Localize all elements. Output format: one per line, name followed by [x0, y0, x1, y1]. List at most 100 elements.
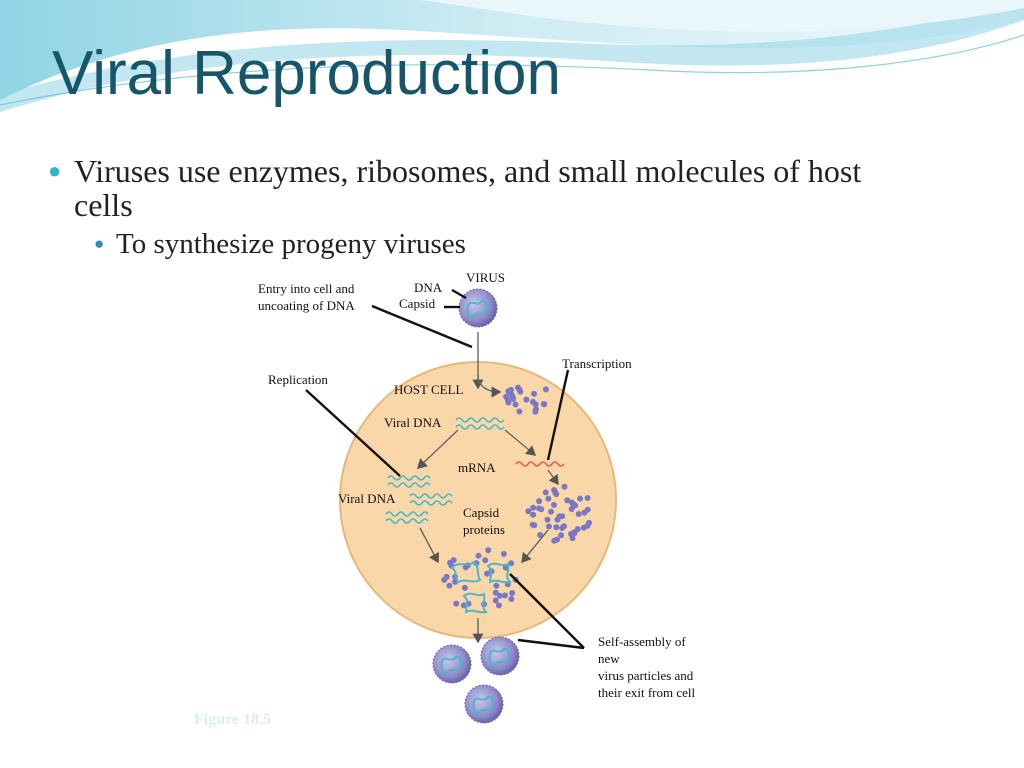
viral-dna-strand	[455, 417, 505, 423]
protein-to-assembly-arrow	[521, 529, 549, 564]
new-virus-particle-2	[480, 636, 520, 676]
protein-dot	[496, 592, 503, 599]
protein-dot	[532, 401, 539, 408]
label-capsid-proteins-line-2: proteins	[463, 522, 505, 537]
protein-dot	[525, 508, 532, 515]
label-assembly-line-3: virus particles and	[598, 668, 694, 683]
protein-dot	[537, 532, 544, 538]
protein-dot	[530, 511, 537, 518]
protein-dot	[495, 602, 502, 609]
label-entry-line-1: Entry into cell and	[258, 281, 355, 296]
protein-dot	[546, 523, 552, 530]
protein-dot	[553, 524, 560, 531]
protein-dot	[507, 390, 514, 396]
protein-dot	[536, 505, 542, 512]
uncoat-arrow	[477, 374, 502, 398]
bullet-point-1: ● Viruses use enzymes, ribosomes, and sma…	[48, 154, 861, 222]
dna-to-assembly-arrow	[419, 527, 440, 564]
protein-dot	[559, 525, 566, 531]
replication-arrow	[416, 429, 459, 469]
protein-dot	[542, 386, 549, 393]
protein-dot	[584, 495, 591, 501]
protein-dot	[461, 584, 468, 591]
protein-dot	[512, 401, 519, 408]
protein-dot	[530, 504, 537, 511]
sub-bullet-dot-icon: ●	[94, 234, 105, 253]
protein-dot	[492, 597, 499, 604]
protein-dot	[569, 535, 576, 542]
label-viral-dna-left: Viral DNA	[338, 491, 396, 506]
protein-dot	[475, 552, 482, 559]
transcription-arrow	[504, 429, 537, 456]
virus-particle	[458, 288, 498, 328]
protein-dot	[510, 395, 517, 402]
label-dna: DNA	[414, 280, 443, 295]
assembling-capsids	[450, 560, 512, 614]
slide-title: Viral Reproduction	[52, 39, 561, 108]
protein-dot	[553, 491, 560, 498]
protein-dot	[482, 557, 489, 564]
bullet-dot-icon: ●	[48, 158, 62, 183]
protein-dot	[441, 576, 448, 583]
viral-dna-strand-2	[455, 424, 505, 430]
capsid-protein-cluster-large	[525, 483, 593, 544]
protein-dot	[586, 519, 593, 526]
protein-dot	[581, 509, 588, 516]
protein-dot	[531, 390, 537, 397]
new-virus-particle-3	[464, 684, 504, 724]
bullet-1-line-1: Viruses use enzymes, ribosomes, and smal…	[74, 153, 862, 189]
protein-dot	[502, 592, 508, 599]
protein-dot	[542, 489, 549, 496]
protein-dot	[516, 408, 523, 415]
protein-dot	[509, 590, 516, 596]
protein-dot	[554, 516, 561, 523]
sub-bullet-text: To synthesize progeny viruses	[116, 228, 466, 260]
label-replication: Replication	[268, 372, 328, 387]
leader-lines	[305, 288, 585, 650]
protein-dot	[575, 511, 582, 517]
label-entry-line-2: uncoating of DNA	[258, 298, 355, 313]
bullet-1-line-2: cells	[74, 187, 133, 223]
label-capsid-proteins-line-1: Capsid	[463, 505, 500, 520]
label-mrna: mRNA	[458, 460, 496, 475]
label-assembly-line-2: new	[598, 651, 620, 666]
protein-dot	[548, 508, 554, 515]
label-viral-dna-top: Viral DNA	[384, 415, 442, 430]
protein-dot	[523, 396, 530, 403]
figure-caption: Figure 18.5	[194, 711, 271, 728]
protein-dot	[561, 483, 568, 490]
protein-dot	[531, 522, 538, 529]
protein-dot	[545, 495, 552, 502]
protein-dot	[500, 550, 507, 557]
protein-dot	[515, 384, 521, 391]
label-virus: VIRUS	[466, 270, 505, 285]
protein-dot	[453, 600, 460, 607]
protein-dot	[564, 497, 571, 504]
label-capsid: Capsid	[399, 296, 436, 311]
label-transcription: Transcription	[562, 356, 632, 371]
protein-dot	[536, 498, 543, 505]
translation-arrow	[547, 469, 559, 486]
label-assembly-line-4: their exit from cell	[598, 685, 695, 700]
header-wave-decoration	[0, 0, 1024, 112]
capsid-protein-cluster	[503, 384, 549, 415]
new-virus-particle-1	[432, 644, 472, 684]
protein-dot	[508, 560, 515, 567]
label-assembly-line-1: Self-assembly of	[598, 634, 686, 649]
mrna-strand	[515, 461, 565, 467]
protein-dot	[485, 547, 492, 554]
protein-dot	[533, 406, 539, 412]
protein-dot	[462, 564, 469, 571]
protein-dot	[484, 570, 490, 577]
protein-dot	[493, 582, 500, 589]
protein-dot	[492, 589, 499, 596]
label-host-cell: HOST CELL	[394, 382, 464, 397]
protein-dot	[450, 557, 457, 564]
protein-dot	[505, 399, 512, 406]
protein-dot	[508, 596, 515, 602]
protein-dot	[580, 524, 587, 531]
protein-dot	[544, 516, 551, 523]
protein-dot	[541, 401, 548, 408]
protein-dot	[572, 502, 579, 509]
